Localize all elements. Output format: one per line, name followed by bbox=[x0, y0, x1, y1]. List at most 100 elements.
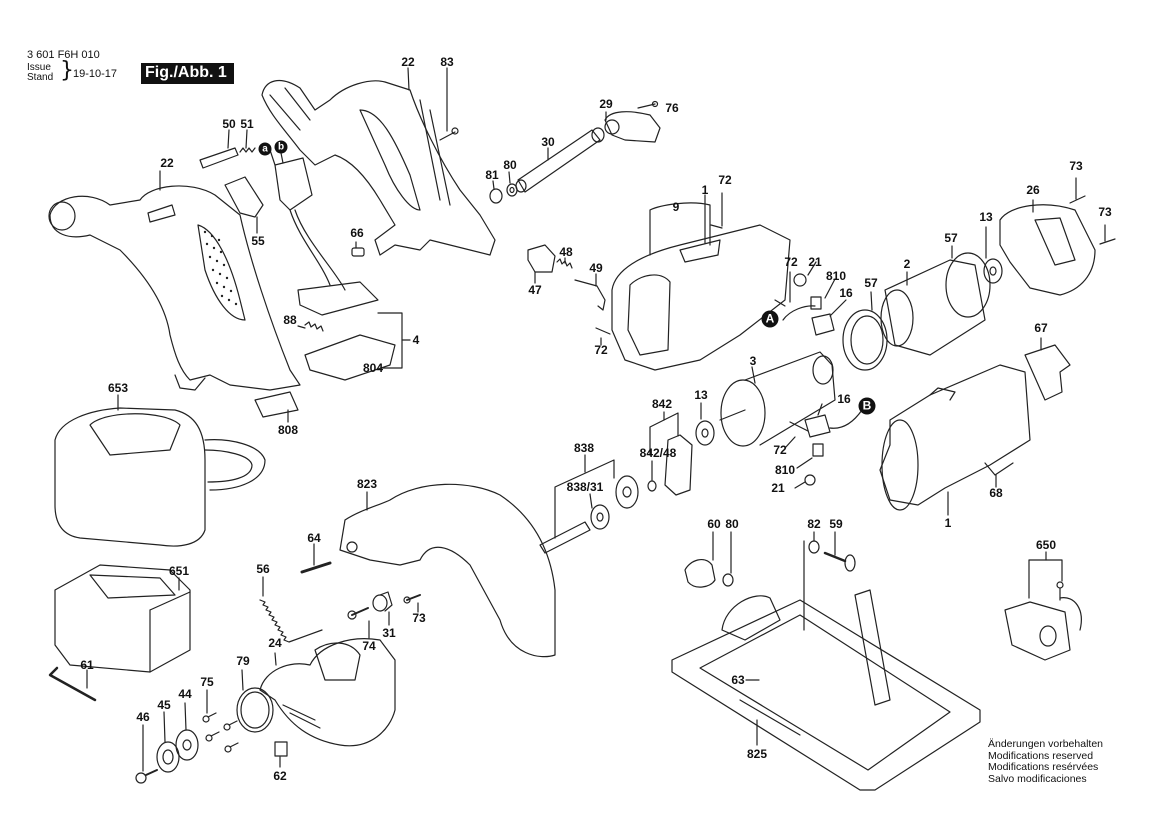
part-label-81: 81 bbox=[485, 168, 499, 182]
label-68-drawing bbox=[984, 462, 1014, 476]
part-label-57: 57 bbox=[864, 276, 878, 290]
part-label-50: 50 bbox=[222, 117, 236, 131]
part-label-1: 1 bbox=[944, 516, 952, 530]
armature-3-drawing bbox=[719, 351, 836, 447]
part-label-55: 55 bbox=[251, 234, 265, 248]
bracket-650 bbox=[1028, 559, 1063, 599]
bracket-4 bbox=[377, 312, 403, 369]
part-label-48: 48 bbox=[559, 245, 573, 259]
issue-label-de: Stand bbox=[27, 72, 54, 83]
notice-line-de: Änderungen vorbehalten bbox=[988, 738, 1104, 750]
part-label-83: 83 bbox=[440, 55, 454, 69]
allen-key-61-drawing bbox=[48, 666, 97, 702]
part-label-64: 64 bbox=[307, 531, 321, 545]
battery-charger-653-drawing bbox=[54, 407, 266, 547]
needle-bearing-842-48-drawing bbox=[647, 480, 657, 492]
notice-line-es: Salvo modificaciones bbox=[988, 772, 1087, 785]
part-label-825: 825 bbox=[746, 747, 768, 761]
part-label-80: 80 bbox=[503, 158, 517, 172]
figure-label: Fig./Abb. 1 bbox=[141, 63, 234, 84]
plug-66-drawing bbox=[351, 247, 365, 257]
part-label-74: 74 bbox=[362, 639, 376, 653]
part-label-823: 823 bbox=[356, 477, 378, 491]
part-label-79: 79 bbox=[236, 654, 250, 668]
part-label-73: 73 bbox=[1069, 159, 1083, 173]
part-label-49: 49 bbox=[589, 261, 603, 275]
ball-bearing-13a-drawing bbox=[983, 258, 1003, 284]
part-label-810: 810 bbox=[774, 463, 796, 477]
part-label-4: 4 bbox=[412, 333, 420, 347]
switch-drawing bbox=[269, 147, 379, 316]
field-2-drawing bbox=[880, 259, 986, 356]
washer-80b-drawing bbox=[722, 573, 734, 587]
label-62-drawing bbox=[274, 741, 288, 757]
part-label-16: 16 bbox=[837, 392, 851, 406]
callout-B: B bbox=[858, 397, 876, 415]
part-label-26: 26 bbox=[1026, 183, 1040, 197]
part-label-80: 80 bbox=[725, 517, 739, 531]
end-cap-26-drawing bbox=[999, 204, 1096, 296]
flange-44-drawing bbox=[175, 729, 199, 761]
notice-line-fr: Modifications resérvées bbox=[988, 761, 1099, 773]
brush-holder-16b-drawing bbox=[804, 414, 831, 438]
issue-label: Issue Stand bbox=[27, 63, 53, 83]
part-label-66: 66 bbox=[350, 226, 364, 240]
part-label-22: 22 bbox=[401, 55, 415, 69]
part-label-88: 88 bbox=[283, 313, 297, 327]
battery-pack-651-drawing bbox=[54, 564, 191, 673]
ball-bearing-838-31-drawing bbox=[590, 504, 610, 530]
contact-plate-804-drawing bbox=[304, 334, 396, 381]
clamping-flange-45-drawing bbox=[156, 741, 180, 773]
part-label-1: 1 bbox=[701, 183, 709, 197]
part-label-73: 73 bbox=[1098, 205, 1112, 219]
screw-83-drawing bbox=[439, 67, 459, 141]
issue-label-en: Issue bbox=[27, 62, 51, 73]
shaft-30-drawing bbox=[515, 127, 605, 193]
part-label-808: 808 bbox=[277, 423, 299, 437]
part-label-838-31: 838/31 bbox=[566, 480, 604, 494]
screw-73a-drawing bbox=[1069, 195, 1086, 204]
callout-a: a bbox=[258, 142, 272, 156]
spring-51-drawing bbox=[239, 147, 256, 153]
part-label-9: 9 bbox=[672, 200, 680, 214]
label-808-drawing bbox=[254, 391, 299, 418]
part-label-24: 24 bbox=[268, 636, 282, 650]
ring-57a-drawing bbox=[842, 309, 888, 371]
housing-half-right-drawing bbox=[261, 79, 496, 256]
part-label-842: 842 bbox=[651, 397, 673, 411]
screw-74-drawing bbox=[351, 607, 369, 616]
part-label-72: 72 bbox=[718, 173, 732, 187]
spindle-drawing bbox=[539, 521, 591, 554]
brush-holder-16a-drawing bbox=[811, 313, 835, 336]
bushing-31-drawing bbox=[372, 591, 393, 612]
part-label-46: 46 bbox=[136, 710, 150, 724]
part-label-650: 650 bbox=[1035, 538, 1057, 552]
part-label-72: 72 bbox=[773, 443, 787, 457]
part-label-57: 57 bbox=[944, 231, 958, 245]
carbon-spring-21a-drawing bbox=[793, 273, 807, 287]
brace-glyph: } bbox=[60, 58, 74, 83]
part-label-16: 16 bbox=[839, 286, 853, 300]
washer-82-drawing bbox=[808, 540, 820, 554]
screws-75-drawing bbox=[202, 712, 239, 753]
housing-half-left-drawing bbox=[48, 185, 301, 391]
callout-A: A bbox=[761, 310, 779, 328]
part-label-838: 838 bbox=[573, 441, 595, 455]
part-label-2: 2 bbox=[903, 257, 911, 271]
part-label-61: 61 bbox=[80, 658, 94, 672]
part-label-56: 56 bbox=[256, 562, 270, 576]
part-label-63: 63 bbox=[731, 673, 745, 687]
part-label-810: 810 bbox=[825, 269, 847, 283]
part-label-651: 651 bbox=[168, 564, 190, 578]
screw-72b-drawing bbox=[595, 327, 611, 335]
base-plate-825-drawing bbox=[671, 589, 981, 791]
modifications-notice: Änderungen vorbehalten Modifications res… bbox=[988, 738, 1104, 785]
part-label-75: 75 bbox=[200, 675, 214, 689]
spring-88-drawing bbox=[304, 321, 324, 332]
part-label-3: 3 bbox=[749, 354, 757, 368]
bearing-plate-842-drawing bbox=[664, 434, 693, 496]
part-label-51: 51 bbox=[240, 117, 254, 131]
spindle-lock-49-drawing bbox=[574, 279, 606, 311]
callout-b: b bbox=[274, 140, 288, 154]
